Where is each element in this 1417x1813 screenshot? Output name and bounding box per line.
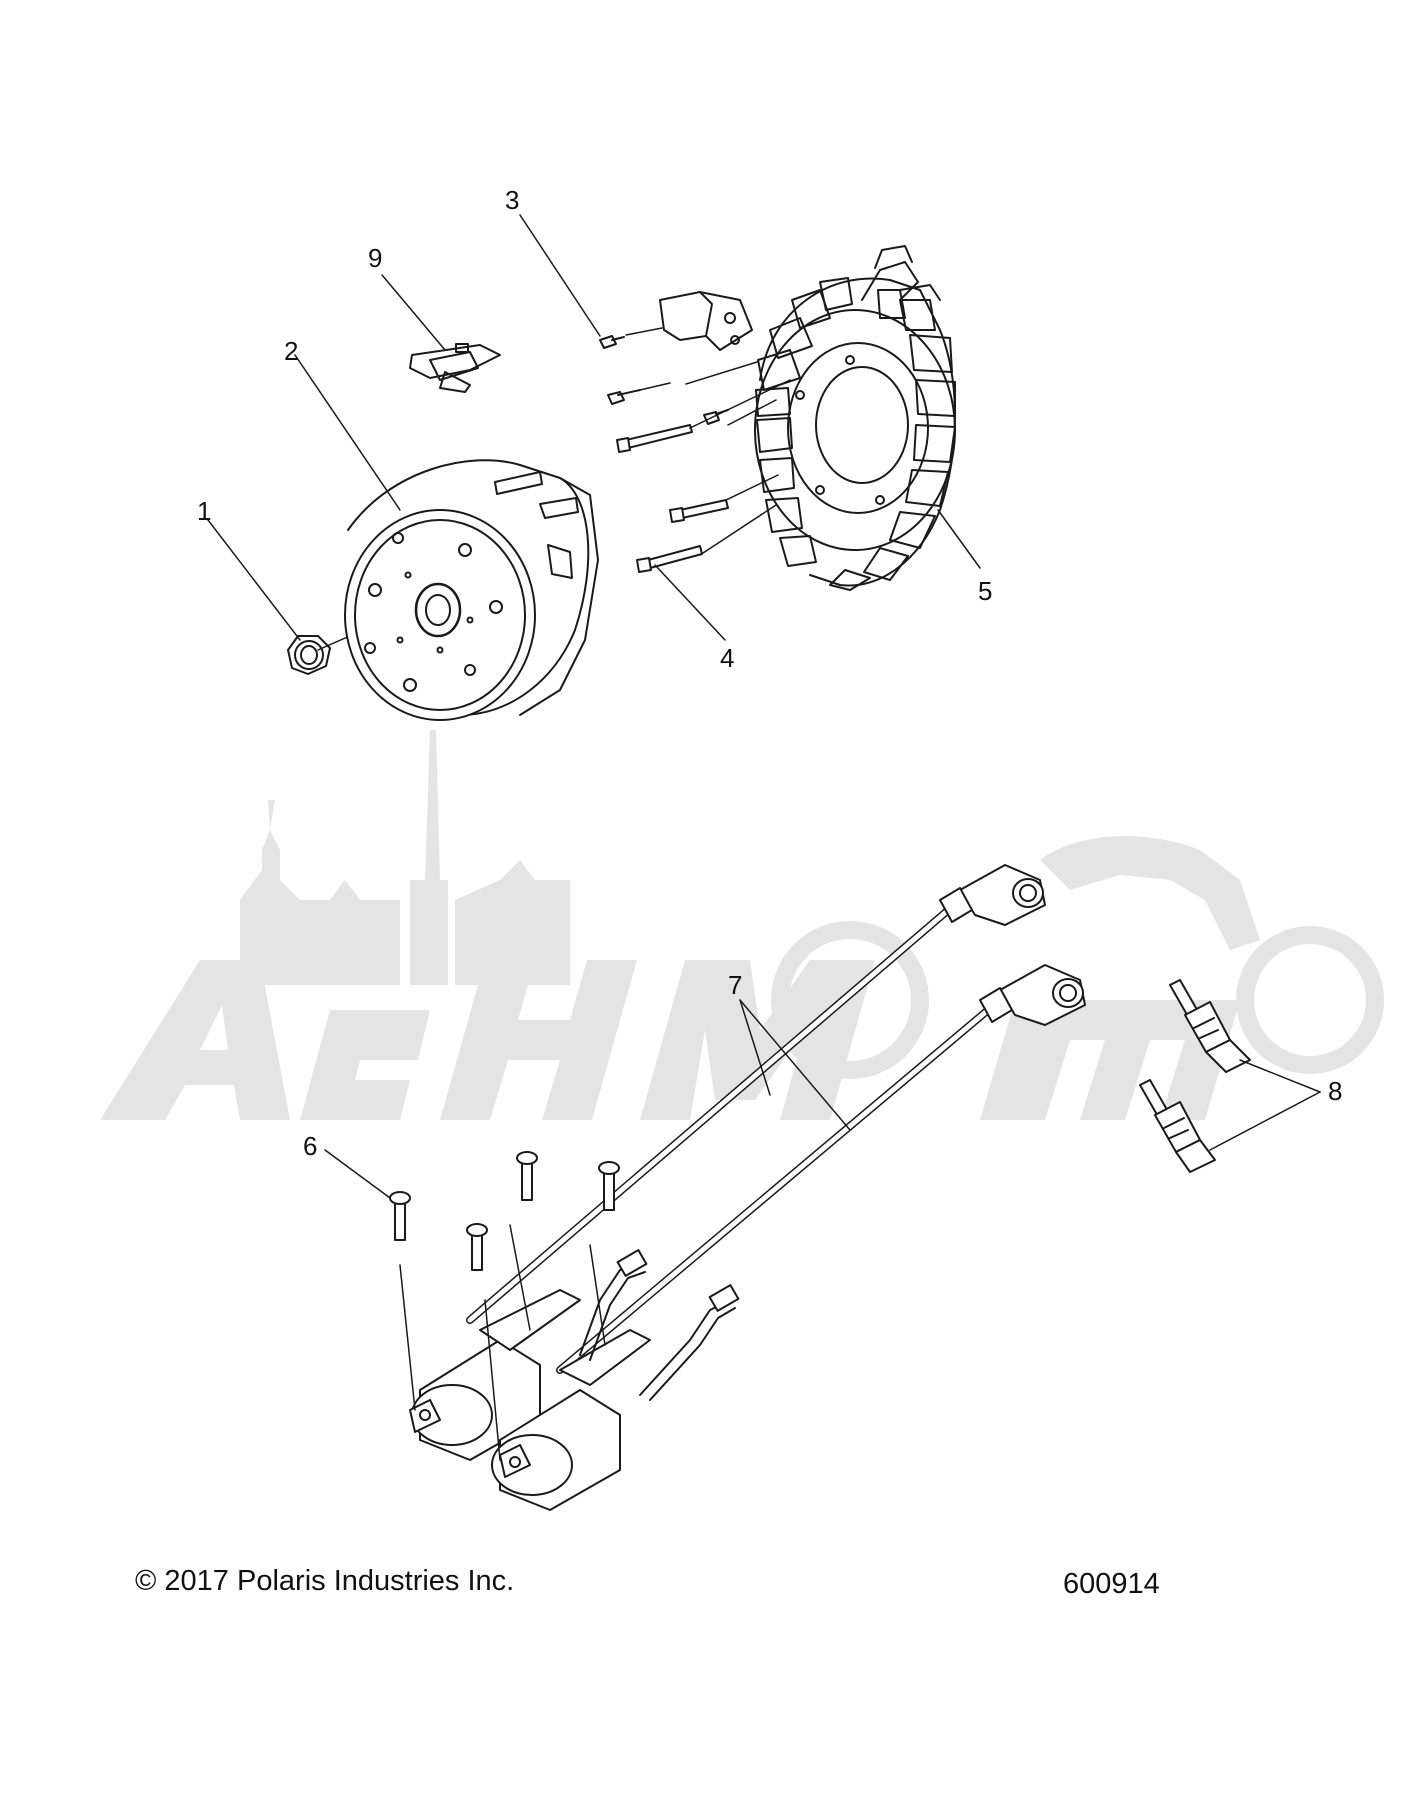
flywheel-part [344,459,599,721]
ignition-coil-part [409,864,1086,1511]
callout-leaders [207,214,1321,1199]
sensor-part [409,343,501,393]
coil-screws-part [389,1151,620,1461]
callout-3: 3 [505,185,520,215]
diagram-number: 600914 [1063,1568,1160,1600]
copyright-text: © 2017 Polaris Industries Inc. [135,1565,515,1597]
line-art [207,214,1321,1511]
watermark-spire [410,730,448,985]
bolts-part [616,379,791,573]
watermark-bike [1040,836,1260,950]
watermark-town [240,830,400,985]
stator-part [685,245,956,591]
callout-4: 4 [720,643,735,673]
callout-6: 6 [303,1131,318,1161]
watermark [100,730,1384,1120]
callout-5: 5 [978,576,993,606]
callout-2: 2 [284,336,299,366]
callout-8: 8 [1328,1076,1343,1106]
bracket-part [599,291,753,405]
callout-1: 1 [197,496,212,526]
spark-plugs-part [1139,979,1251,1173]
flange-nut-part [287,597,437,675]
callout-9: 9 [368,243,383,273]
callout-7: 7 [728,970,743,1000]
